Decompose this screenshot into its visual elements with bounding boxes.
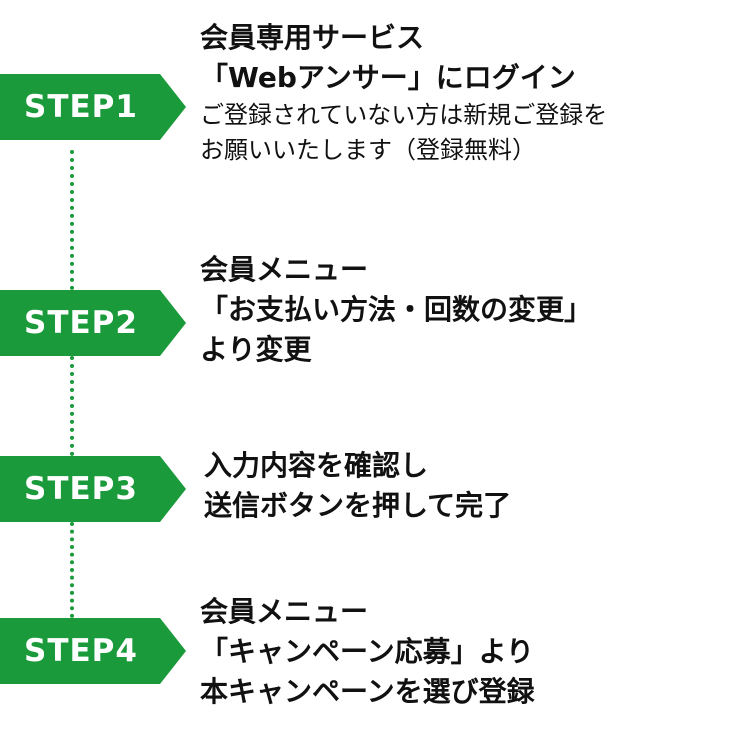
step2-line-1: 会員メニュー: [200, 253, 369, 286]
step4-badge-label: STEP4: [24, 633, 138, 669]
step4-text: 会員メニュー 「キャンペーン応募」より 本キャンペーンを選び登録: [200, 592, 740, 712]
step2-line-3: より変更: [200, 333, 312, 366]
step3-badge: STEP3: [0, 456, 186, 522]
arrow-badge-shape: [0, 618, 186, 684]
step1-line-2: 「Webアンサー」にログイン: [200, 61, 576, 94]
arrow-badge-shape: [0, 290, 186, 356]
step2-badge: STEP2: [0, 290, 186, 356]
step3-badge-label: STEP3: [24, 471, 138, 507]
step-connector-1-2: [70, 150, 74, 290]
step3-line-2: 送信ボタンを押して完了: [204, 489, 512, 522]
step4-badge: STEP4: [0, 618, 186, 684]
step4-line-1: 会員メニュー: [200, 595, 369, 628]
step2-text: 会員メニュー 「お支払い方法・回数の変更」 より変更: [200, 250, 740, 370]
step1-note-line-2: お願いいたします（登録無料）: [200, 136, 536, 164]
step-connector-3-4: [70, 522, 74, 618]
step2-badge-label: STEP2: [24, 305, 138, 341]
step1-badge-label: STEP1: [24, 89, 138, 125]
step1-badge: STEP1: [0, 74, 186, 140]
step3-text: 入力内容を確認し 送信ボタンを押して完了: [204, 446, 744, 526]
step2-line-2: 「お支払い方法・回数の変更」: [200, 293, 593, 326]
arrow-badge-shape: [0, 456, 186, 522]
step1-note-line-1: ご登録されていない方は新規ご登録を: [200, 101, 608, 129]
step3-line-1: 入力内容を確認し: [204, 449, 429, 482]
step1-text: 会員専用サービス 「Webアンサー」にログイン ご登録されていない方は新規ご登録…: [200, 18, 740, 168]
step-connector-2-3: [70, 356, 74, 456]
step4-line-3: 本キャンペーンを選び登録: [200, 675, 535, 708]
step1-line-1: 会員専用サービス: [200, 21, 425, 54]
arrow-badge-shape: [0, 74, 186, 140]
step4-line-2: 「キャンペーン応募」より: [200, 635, 535, 668]
